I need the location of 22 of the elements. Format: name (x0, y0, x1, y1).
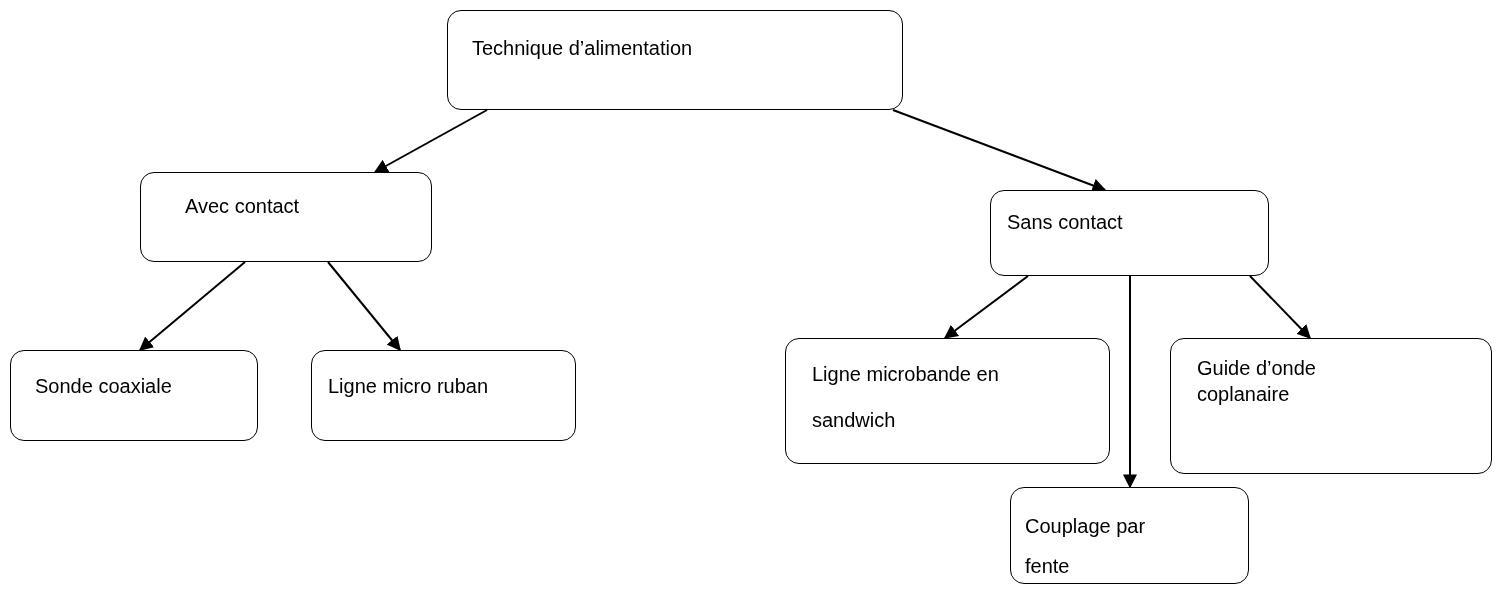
process-box (1010, 487, 1249, 584)
process-box (785, 338, 1110, 464)
node-label: Technique d’alimentation (472, 36, 694, 61)
arrow (943, 275, 1029, 339)
process-box (447, 10, 903, 110)
process-box (311, 350, 576, 441)
node-label: Guide d’onde coplanaire (1197, 356, 1317, 407)
node-label: Sans contact (1007, 210, 1124, 235)
process-box (1170, 338, 1492, 474)
arrow (327, 261, 401, 352)
process-box (10, 350, 258, 441)
arrow (138, 261, 246, 351)
arrow (1123, 275, 1137, 489)
process-box (140, 172, 432, 262)
process-box (990, 190, 1269, 276)
node-label: Ligne microbande en sandwich (812, 362, 1000, 433)
node-label: Sonde coaxiale (35, 374, 173, 399)
arrow (373, 109, 488, 173)
node-label: Avec contact (185, 194, 301, 219)
node-label: Ligne micro ruban (328, 374, 490, 399)
arrow (1249, 275, 1311, 339)
node-label: Couplage par fente (1025, 514, 1147, 579)
